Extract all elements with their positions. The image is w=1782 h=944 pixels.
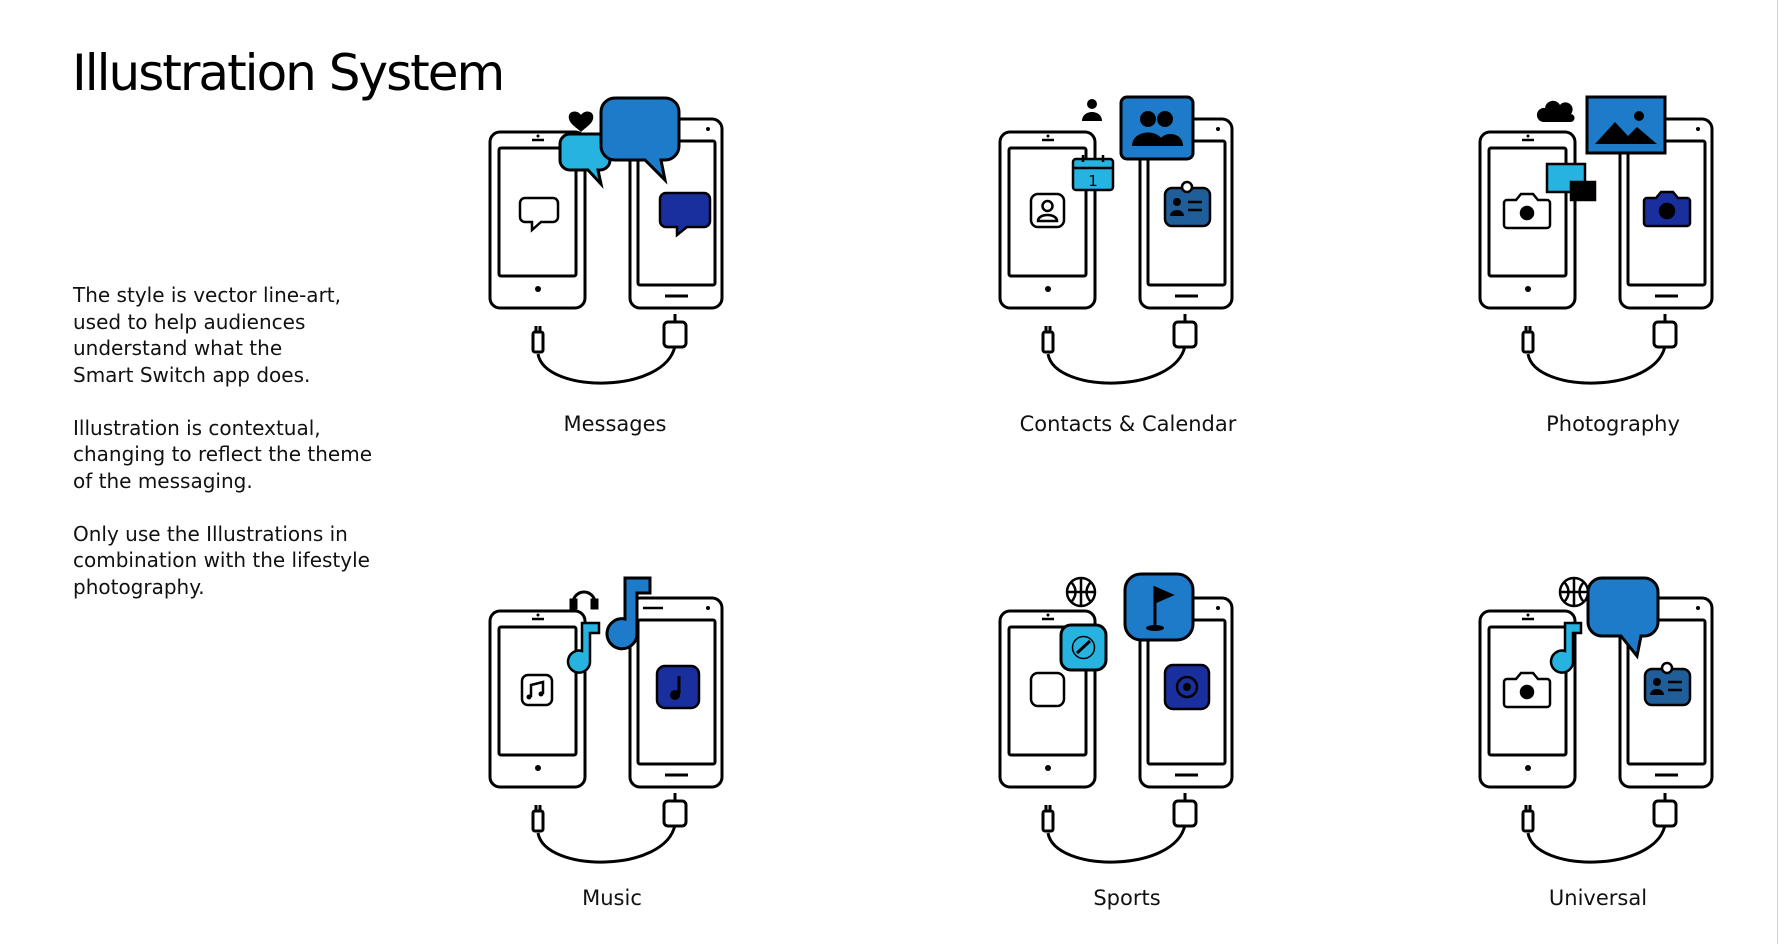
right-plug bbox=[1172, 799, 1198, 828]
right-plug bbox=[662, 320, 688, 349]
left-plug bbox=[1521, 330, 1535, 354]
id-card-icon bbox=[1643, 661, 1692, 707]
camera-icon bbox=[1502, 671, 1552, 709]
music-note-small-icon bbox=[566, 621, 601, 674]
music-artwork bbox=[488, 576, 724, 864]
connection-cable bbox=[1526, 824, 1667, 864]
illustration-caption: Contacts & Calendar bbox=[1019, 412, 1237, 436]
description-line: used to help audiences bbox=[73, 309, 306, 334]
illustration-caption: Messages bbox=[563, 412, 667, 436]
description-line: of the messaging. bbox=[73, 468, 253, 493]
camera-filled-icon bbox=[1642, 190, 1692, 228]
contact-icon bbox=[1029, 192, 1066, 229]
illustration-caption: Music bbox=[582, 886, 642, 910]
left-plug bbox=[1041, 330, 1055, 354]
group-icon bbox=[1119, 95, 1195, 161]
page-edge-divider bbox=[1777, 0, 1778, 944]
universal-artwork bbox=[1478, 576, 1714, 864]
id-card-icon bbox=[1163, 180, 1212, 228]
landscape-photo-icon bbox=[1585, 95, 1667, 155]
page-title: Illustration System bbox=[72, 44, 505, 102]
illustration-contacts-calendar: 1 Contacts & Calendar bbox=[995, 94, 1255, 436]
description-line: Illustration is contextual, bbox=[73, 415, 321, 440]
basketball-icon bbox=[1065, 576, 1097, 608]
right-plug bbox=[1172, 320, 1198, 349]
phone-connection-base bbox=[1478, 596, 1714, 864]
blank-app-icon bbox=[1029, 671, 1066, 708]
right-plug bbox=[1652, 320, 1678, 349]
right-plug bbox=[662, 799, 688, 828]
description-line: Smart Switch app does. bbox=[73, 362, 311, 387]
description-line: The style is vector line-art, bbox=[73, 283, 341, 307]
photography-artwork bbox=[1478, 95, 1714, 385]
description-line: changing to reflect the theme bbox=[73, 442, 372, 466]
illustration-messages: Messages bbox=[485, 94, 745, 436]
calendar-day-number: 1 bbox=[1088, 172, 1098, 190]
speech-bubble-large-icon bbox=[1586, 576, 1660, 660]
music-note-large-icon bbox=[605, 576, 652, 651]
phone-connection-base bbox=[998, 596, 1234, 864]
phone-connection-base bbox=[998, 117, 1234, 385]
connection-cable bbox=[536, 824, 677, 864]
music-note-app-icon bbox=[655, 664, 701, 710]
description-line: photography. bbox=[73, 574, 205, 599]
headphones-icon bbox=[569, 590, 599, 610]
right-plug bbox=[1652, 799, 1678, 828]
basketball-icon bbox=[1558, 576, 1590, 608]
description-line: Only use the Illustrations in bbox=[73, 521, 348, 546]
illustration-music: Music bbox=[485, 573, 745, 910]
messages-artwork bbox=[488, 96, 724, 385]
illustration-caption: Sports bbox=[1093, 886, 1161, 910]
cloud-icon bbox=[1536, 100, 1575, 123]
golf-flag-icon bbox=[1123, 572, 1195, 642]
description-line: combination with the lifestyle bbox=[73, 548, 370, 572]
camera-icon bbox=[1502, 192, 1552, 230]
speech-bubble-large-icon bbox=[599, 96, 681, 185]
stopwatch-tile-icon bbox=[1059, 623, 1108, 672]
description-text: The style is vector line-art, used to he… bbox=[73, 282, 403, 627]
connection-cable bbox=[1526, 345, 1667, 385]
illustration-caption: Universal bbox=[1548, 886, 1648, 910]
chat-bubble-icon bbox=[518, 196, 560, 233]
calendar-icon bbox=[1071, 155, 1115, 192]
description-paragraph: Only use the Illustrations in combinatio… bbox=[73, 521, 403, 601]
stacked-cards-icon bbox=[1545, 162, 1597, 202]
connection-cable bbox=[536, 345, 677, 385]
connection-cable bbox=[1046, 824, 1187, 864]
illustration-caption: Photography bbox=[1546, 412, 1680, 436]
phone-connection-base bbox=[1478, 117, 1714, 385]
illustration-photography: Photography bbox=[1475, 94, 1735, 436]
music-note-small-icon bbox=[1549, 621, 1583, 674]
description-line: understand what the bbox=[73, 336, 283, 360]
music-app-icon bbox=[520, 673, 554, 707]
left-plug bbox=[531, 330, 545, 354]
sports-artwork bbox=[998, 572, 1234, 864]
description-paragraph: The style is vector line-art, used to he… bbox=[73, 282, 403, 388]
left-plug bbox=[531, 809, 545, 833]
person-icon bbox=[1082, 99, 1102, 121]
left-plug bbox=[1521, 809, 1535, 833]
target-app-icon bbox=[1163, 663, 1211, 711]
left-plug bbox=[1041, 809, 1055, 833]
contacts-calendar-artwork: 1 bbox=[998, 95, 1234, 385]
illustration-sports: Sports bbox=[995, 572, 1255, 910]
description-paragraph: Illustration is contextual, changing to … bbox=[73, 415, 403, 495]
heart-icon bbox=[568, 111, 594, 132]
connection-cable bbox=[1046, 345, 1187, 385]
illustration-universal: Universal bbox=[1475, 573, 1735, 910]
chat-bubble-filled-icon bbox=[658, 191, 712, 238]
